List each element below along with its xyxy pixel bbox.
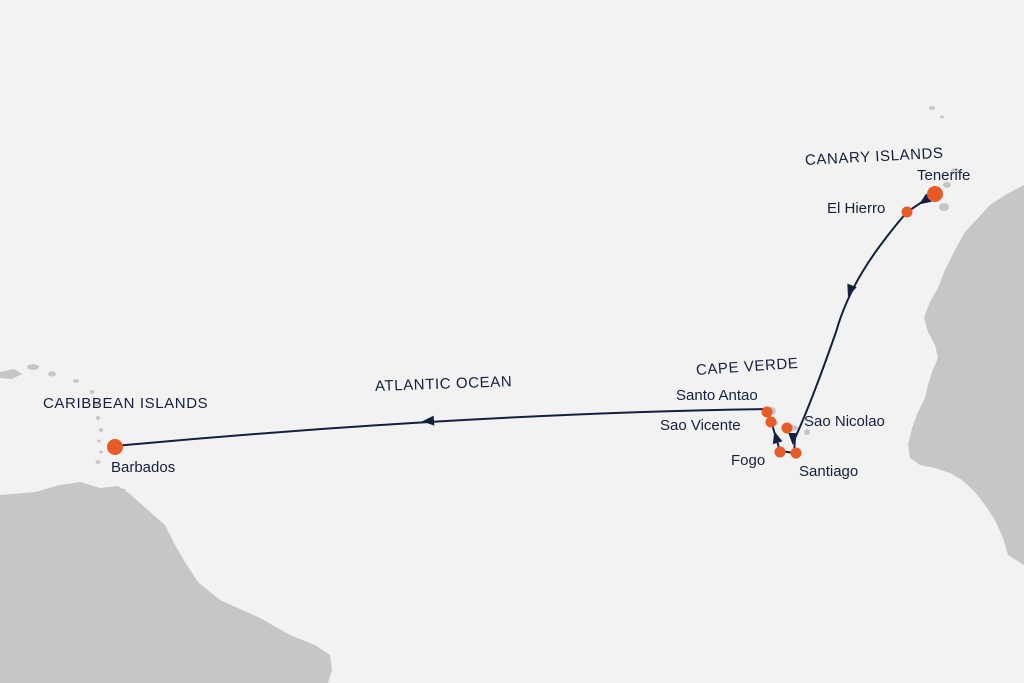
port-label-el-hierro: El Hierro — [827, 200, 886, 217]
route-santo-antao-barbados — [114, 408, 769, 447]
arrow-icon — [422, 415, 435, 426]
port-marker-barbados[interactable] — [107, 439, 123, 455]
south-america-landmass — [0, 482, 332, 683]
port-label-fogo: Fogo — [731, 452, 766, 469]
port-marker-fogo[interactable] — [774, 446, 786, 458]
port-marker-tenerife[interactable] — [927, 186, 943, 202]
africa-landmass — [908, 185, 1024, 565]
region-label-caribbean-islands: CARIBBEAN ISLANDS — [43, 395, 209, 412]
port-label-barbados: Barbados — [111, 459, 176, 476]
port-label-sao-vicente: Sao Vicente — [660, 417, 741, 434]
port-label-sao-nicolao: Sao Nicolao — [804, 413, 885, 430]
port-label-santo-antao: Santo Antao — [676, 387, 758, 404]
route-el-hierro-sao-nicolao — [794, 211, 908, 439]
arrow-icon — [847, 283, 857, 297]
route-direction-arrows — [422, 193, 932, 445]
arrow-icon — [919, 193, 932, 205]
port-markers — [107, 186, 943, 459]
caribbean-islands — [0, 364, 126, 494]
port-marker-santo-antao[interactable] — [761, 406, 773, 418]
arrow-icon — [788, 432, 799, 445]
port-marker-el-hierro[interactable] — [901, 206, 913, 218]
port-label-tenerife: Tenerife — [917, 167, 971, 184]
port-marker-sao-nicolao[interactable] — [781, 422, 793, 434]
arrow-icon — [772, 431, 783, 445]
port-marker-sao-vicente[interactable] — [765, 416, 777, 428]
port-label-santiago: Santiago — [799, 463, 859, 480]
port-marker-santiago[interactable] — [790, 447, 802, 459]
